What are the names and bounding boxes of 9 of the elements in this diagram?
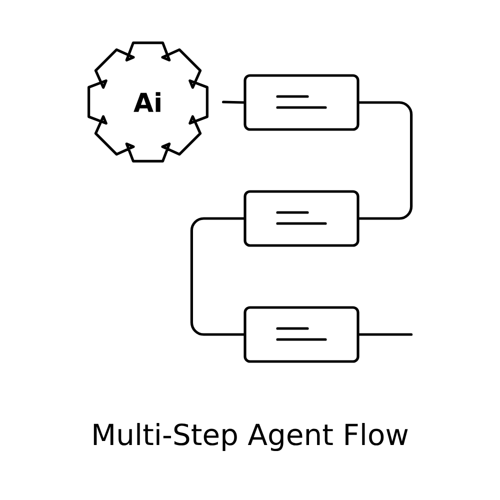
title: Multi-Step Agent Flow	[94, 422, 408, 452]
connector-line	[222, 100, 245, 104]
connector-line	[358, 333, 413, 336]
gear-node: Ai	[88, 42, 208, 162]
connector-line	[358, 101, 413, 220]
process-box	[244, 190, 360, 247]
connector-line	[190, 217, 245, 336]
process-box	[244, 74, 360, 131]
process-box	[244, 306, 360, 363]
